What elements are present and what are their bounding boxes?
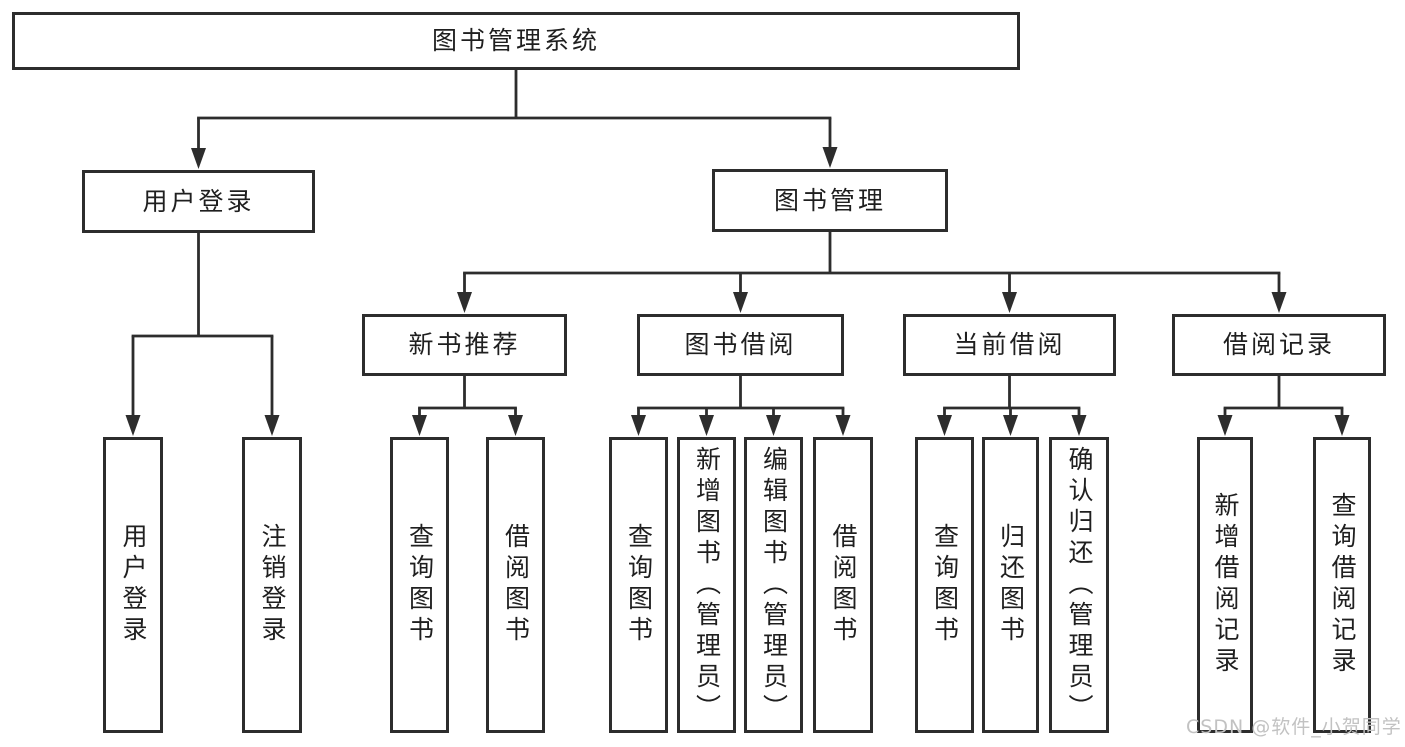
node-label-b-edit: 编辑图书（管理员） (759, 445, 789, 725)
arrowhead-icon (191, 148, 206, 169)
node-c-confirm: 确认归还（管理员） (1049, 437, 1109, 733)
watermark-text: CSDN @软件_小贺同学 (1186, 716, 1402, 738)
node-label-current: 当前借阅 (953, 330, 1066, 360)
node-label-r-query: 查询借阅记录 (1328, 492, 1357, 678)
arrowhead-icon (1334, 415, 1350, 436)
node-label-records: 借阅记录 (1222, 330, 1335, 360)
arrowhead-icon (766, 415, 781, 436)
arrowhead-icon (1071, 415, 1087, 436)
node-label-c-return: 归还图书 (996, 523, 1026, 647)
node-label-r-add: 新增借阅记录 (1211, 492, 1240, 678)
node-label-mgmt: 图书管理 (773, 185, 886, 215)
arrowhead-icon (412, 415, 427, 436)
node-label-b-query: 查询图书 (624, 523, 654, 647)
arrowhead-icon (457, 292, 472, 313)
node-mgmt: 图书管理 (712, 169, 948, 232)
node-current: 当前借阅 (903, 314, 1116, 376)
arrowhead-icon (835, 415, 851, 436)
arrowhead-icon (733, 292, 748, 313)
node-label-rec-query: 查询图书 (405, 523, 435, 647)
arrowhead-icon (699, 415, 714, 436)
node-label-c-query: 查询图书 (930, 523, 960, 647)
arrowhead-icon (1002, 292, 1017, 313)
node-root: 图书管理系统 (12, 12, 1020, 70)
node-rec-query: 查询图书 (390, 437, 449, 733)
node-rec: 新书推荐 (362, 314, 567, 376)
arrowhead-icon (631, 415, 646, 436)
node-r-query: 查询借阅记录 (1313, 437, 1371, 733)
arrowhead-icon (125, 415, 141, 436)
node-label-login-v: 用户登录 (119, 523, 148, 647)
arrowhead-icon (822, 147, 838, 168)
node-label-root: 图书管理系统 (431, 26, 600, 56)
node-label-login: 用户登录 (142, 186, 255, 216)
node-b-borrow: 借阅图书 (813, 437, 873, 733)
node-borrow: 图书借阅 (637, 314, 844, 376)
node-label-rec-borrow: 借阅图书 (501, 523, 531, 647)
node-label-rec: 新书推荐 (408, 330, 521, 360)
node-b-edit: 编辑图书（管理员） (744, 437, 803, 733)
arrowhead-icon (508, 415, 523, 436)
node-label-b-borrow: 借阅图书 (829, 523, 858, 647)
node-c-query: 查询图书 (915, 437, 974, 733)
node-logout-v: 注销登录 (242, 437, 302, 733)
arrowhead-icon (1003, 415, 1018, 436)
node-login-v: 用户登录 (103, 437, 163, 733)
arrowhead-icon (1217, 415, 1233, 436)
node-rec-borrow: 借阅图书 (486, 437, 545, 733)
node-c-return: 归还图书 (982, 437, 1039, 733)
node-label-borrow: 图书借阅 (684, 330, 797, 360)
node-label-b-add: 新增图书（管理员） (692, 445, 722, 725)
arrowhead-icon (937, 415, 952, 436)
node-label-c-confirm: 确认归还（管理员） (1065, 445, 1094, 725)
node-login: 用户登录 (82, 170, 315, 233)
node-records: 借阅记录 (1172, 314, 1386, 376)
node-label-logout-v: 注销登录 (258, 523, 287, 647)
arrowhead-icon (264, 415, 280, 436)
node-b-add: 新增图书（管理员） (677, 437, 736, 733)
node-b-query: 查询图书 (609, 437, 668, 733)
arrowhead-icon (1271, 292, 1287, 313)
node-r-add: 新增借阅记录 (1197, 437, 1253, 733)
